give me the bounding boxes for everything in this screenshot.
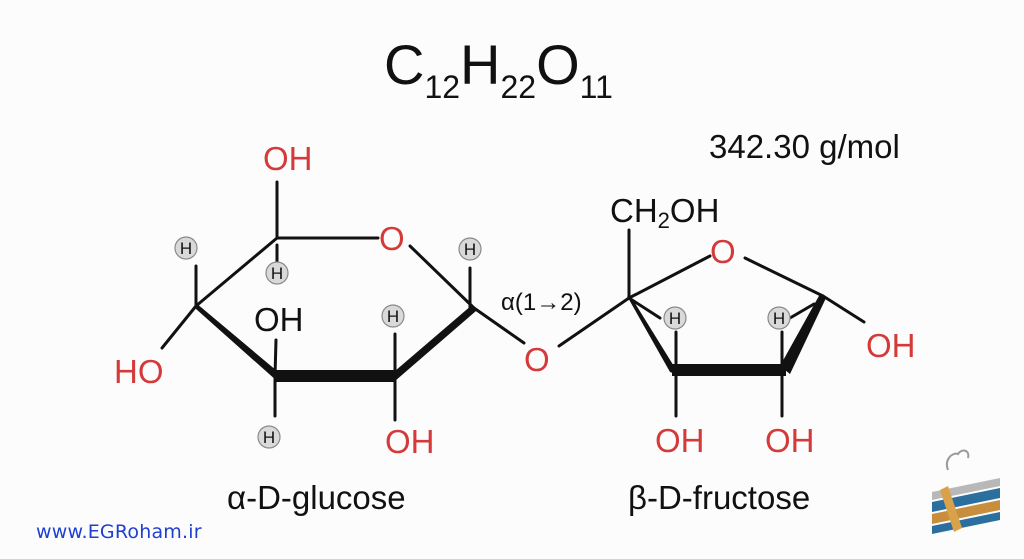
glucose-c3-hydroxyl: OH [254,301,304,338]
glucose-ring-bonds [160,180,526,422]
egroham-book-logo-icon [932,449,1000,534]
fructose-h-atom: H [663,306,687,330]
svg-text:H: H [773,309,785,328]
glucose-h-atom: H [174,236,198,260]
glycosidic-oxygen: O [524,341,550,378]
glucose-name-label: α-D-glucose [227,479,406,516]
glucose-h-atom: H [257,425,281,449]
glucose-c4-hydroxyl: HO [114,353,164,390]
fructose-ch2oh-group: CH2OH [610,192,719,233]
svg-text:H: H [669,309,681,328]
svg-text:H: H [180,239,192,258]
glucose-h-atom: H [458,237,482,261]
glycosidic-linkage-label: α(1→2) [501,289,582,316]
glucose-c1-hydroxyl: OH [263,140,313,177]
glucose-h-atom: H [381,304,405,328]
fructose-ring-bonds [627,228,866,418]
glucose-ring-oxygen: O [379,220,405,257]
svg-text:H: H [263,428,275,447]
fructose-ring-oxygen: O [710,233,736,270]
glycosidic-bond [557,296,631,348]
fructose-c2-hydroxyl: OH [866,327,916,364]
fructose-c4-hydroxyl: OH [765,422,815,459]
molecular-formula: C12H22O11 [384,33,613,105]
svg-text:H: H [464,240,476,259]
molar-mass: 342.30 g/mol [709,128,900,165]
fructose-h-atom: H [767,306,791,330]
svg-text:H: H [387,307,399,326]
svg-text:H: H [271,264,283,283]
website-link[interactable]: www.EGRoham.ir [36,521,202,543]
glucose-c2-hydroxyl: OH [385,423,435,460]
fructose-name-label: β-D-fructose [628,479,810,516]
fructose-c3-hydroxyl: OH [655,422,705,459]
glucose-h-atom: H [265,261,289,285]
